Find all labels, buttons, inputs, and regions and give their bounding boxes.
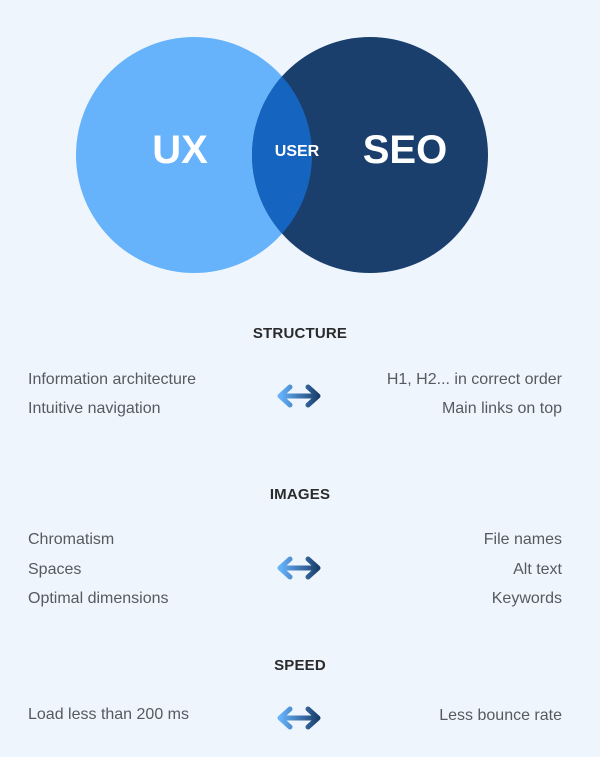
section-title-structure: STRUCTURE — [252, 325, 348, 342]
seo-circle — [252, 37, 488, 273]
double-arrow-icon — [277, 556, 321, 580]
section-title-speed: SPEED — [274, 657, 326, 674]
seo-item: Alt text — [513, 561, 562, 578]
double-arrow-icon — [277, 384, 321, 408]
ux-label: UX — [152, 128, 208, 172]
double-arrow-icon — [277, 706, 321, 730]
ux-item: Load less than 200 ms — [28, 706, 189, 723]
ux-item: Optimal dimensions — [28, 590, 169, 607]
user-label: USER — [274, 143, 320, 160]
venn-circles — [76, 37, 488, 273]
ux-item: Intuitive navigation — [28, 400, 161, 417]
seo-item: File names — [483, 531, 562, 548]
section-title-images: IMAGES — [269, 486, 331, 503]
ux-item: Chromatism — [28, 531, 115, 548]
seo-item: H1, H2... in correct order — [386, 371, 562, 388]
ux-circle — [76, 37, 312, 273]
seo-item: Main links on top — [441, 400, 562, 417]
seo-item: Keywords — [491, 590, 562, 607]
venn-diagram: UX USER SEO — [0, 0, 600, 290]
ux-item: Spaces — [28, 561, 82, 578]
seo-label: SEO — [362, 128, 448, 172]
ux-item: Information architecture — [28, 371, 197, 388]
seo-item: Less bounce rate — [439, 707, 562, 724]
